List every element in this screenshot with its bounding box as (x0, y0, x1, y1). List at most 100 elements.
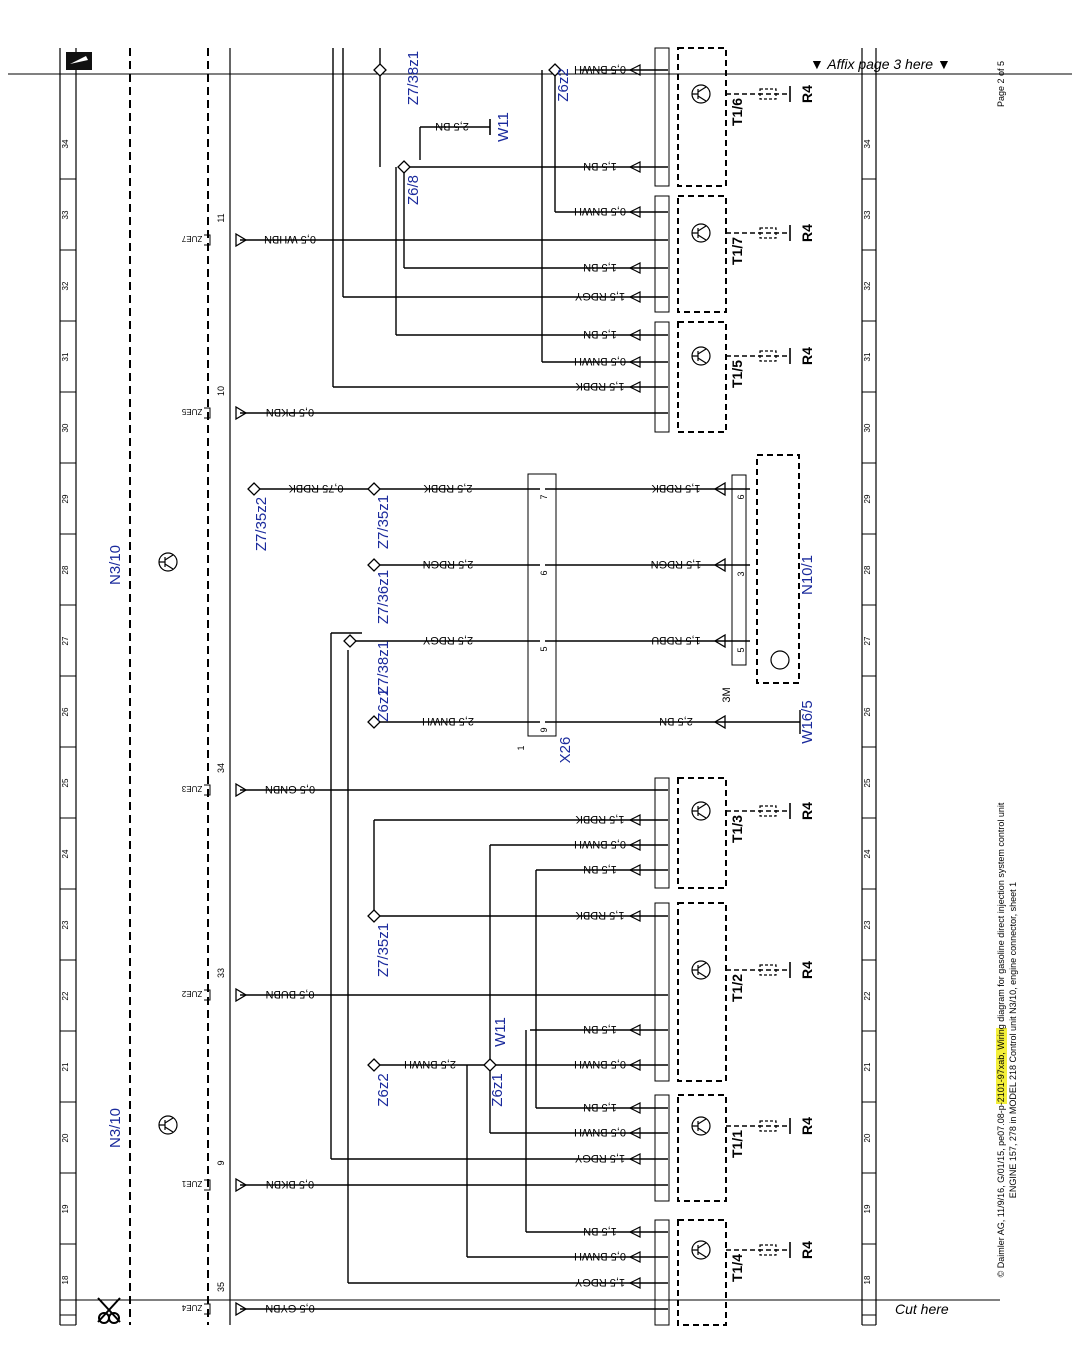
splice-label: Z7/35z1 (375, 923, 392, 977)
pin-number: 33 (216, 968, 226, 978)
wire-label: 2,5 RDBK (423, 482, 473, 494)
splice-label: Z6z1 (489, 1073, 506, 1106)
pin-socket (204, 784, 211, 796)
wire-label: 1,5 RDBU (651, 634, 701, 646)
splice-icon (367, 909, 381, 923)
grid-number-right: 30 (863, 423, 872, 432)
resistor-label: R4 (799, 961, 815, 979)
grid-number-right: 26 (863, 707, 872, 716)
wire-arrow-icon (628, 1024, 641, 1036)
resistor-label: R4 (799, 1117, 815, 1135)
grid-number-right: 18 (863, 1275, 872, 1284)
wire-arrow-icon (628, 910, 641, 922)
resistor-icon (759, 805, 777, 817)
pin-code: ZUE2 (181, 989, 202, 998)
relay-pin-number: 6 (736, 494, 746, 499)
grid-number-right: 33 (863, 210, 872, 219)
pin-number: 34 (216, 763, 226, 773)
ground-label: W16/5 (799, 700, 816, 743)
wire-arrow-icon (628, 1059, 641, 1071)
wire-arrow-icon (713, 714, 726, 730)
wire-arrow-icon (628, 814, 641, 826)
grid-number-left: 25 (61, 778, 70, 787)
connector-pin-number: 7 (539, 494, 549, 499)
wire-arrow-icon (628, 1277, 641, 1289)
grid-number-left: 19 (61, 1204, 70, 1213)
coil-transistor-icon (692, 86, 707, 102)
pin-socket (204, 1303, 211, 1315)
resistor-label: R4 (799, 347, 815, 365)
coil-transistor-icon (692, 962, 707, 978)
wire-label: 1,5 BN (583, 328, 617, 340)
wire-label: 0,5 BUBN (265, 988, 314, 1000)
wire-label: 0,5 BNWH (574, 63, 626, 75)
wire-label: 0,5 GNBN (265, 783, 315, 795)
resistor-label: R4 (799, 1241, 815, 1259)
coil-label: T1/4 (729, 1254, 745, 1282)
wire-arrow-icon (628, 64, 641, 76)
wire-label: 0,5 BNWH (574, 838, 626, 850)
grid-number-left: 24 (61, 849, 70, 858)
grid-number-left: 34 (61, 139, 70, 148)
wire-label: 1,5 BN (583, 1225, 617, 1237)
pin-socket (204, 234, 211, 246)
wire-arrow-icon (713, 633, 726, 649)
grid-number-right: 20 (863, 1133, 872, 1142)
grid-number-left: 32 (61, 281, 70, 290)
splice-label: Z7/35z2 (253, 497, 270, 551)
pin-arrow-icon (235, 987, 248, 1003)
pin-arrow-icon (235, 405, 248, 421)
grid-number-right: 32 (863, 281, 872, 290)
grid-number-left: 31 (61, 352, 70, 361)
grid-number-right: 19 (863, 1204, 872, 1213)
wire-arrow-icon (713, 557, 726, 573)
resistor-label: R4 (799, 85, 815, 103)
resistor-label: R4 (799, 224, 815, 242)
wire-label: 0,5 PKBN (266, 406, 314, 418)
grid-number-right: 24 (863, 849, 872, 858)
pin-code: ZUE3 (181, 784, 202, 793)
splice-label: Z6z1 (375, 688, 392, 721)
wire-label: 2,5 BN (435, 120, 469, 132)
wire-label: 0,75 RDBK (288, 482, 344, 494)
relay-pin-number: 5 (736, 647, 746, 652)
pin-socket (204, 1179, 211, 1191)
pin-code: ZUE4 (181, 1303, 202, 1312)
scissors-icon (97, 1297, 121, 1324)
wire-label: 2,5 RDGY (422, 634, 473, 646)
wire-label: 1,5 RDBK (651, 482, 701, 494)
coil-label: T1/1 (729, 1130, 745, 1158)
wire-label: 0,5 GYBN (265, 1302, 315, 1314)
splice-label: Z7/38z1 (375, 641, 392, 695)
cut-here-label: Cut here (895, 1301, 949, 1317)
page-frame (8, 48, 1072, 1326)
grid-number-left: 33 (61, 210, 70, 219)
pin-number: 35 (216, 1282, 226, 1292)
splice-icon (367, 558, 381, 572)
relay-label: N10/1 (799, 555, 816, 595)
grid-number-right: 29 (863, 494, 872, 503)
pin-arrow-icon (235, 1177, 248, 1193)
relay-transistor-icon (770, 650, 790, 670)
splice-label: Z6/8 (405, 175, 422, 205)
pin-arrow-icon (235, 782, 248, 798)
wire-label: 0,5 BNWH (574, 1250, 626, 1262)
grid-number-right: 23 (863, 920, 872, 929)
grid-number-left: 18 (61, 1275, 70, 1284)
splice-icon (483, 1058, 497, 1072)
grid-number-left: 22 (61, 991, 70, 1000)
splice-icon (397, 160, 411, 174)
wire-arrow-icon (628, 864, 641, 876)
grid-number-right: 28 (863, 565, 872, 574)
grid-number-left: 23 (61, 920, 70, 929)
wire-label: 0,5 WHBN (264, 233, 316, 245)
control-unit-label: N3/10 (107, 1108, 124, 1148)
wire-arrow-icon (713, 481, 726, 497)
footer-copyright: © Daimler AG, 11/9/16, G/01/15, pe07.08-… (996, 802, 1006, 1277)
splice-icon (373, 63, 387, 77)
resistor-icon (759, 964, 777, 976)
grid-number-right: 34 (863, 139, 872, 148)
grid-number-left: 28 (61, 565, 70, 574)
grid-number-left: 21 (61, 1062, 70, 1071)
